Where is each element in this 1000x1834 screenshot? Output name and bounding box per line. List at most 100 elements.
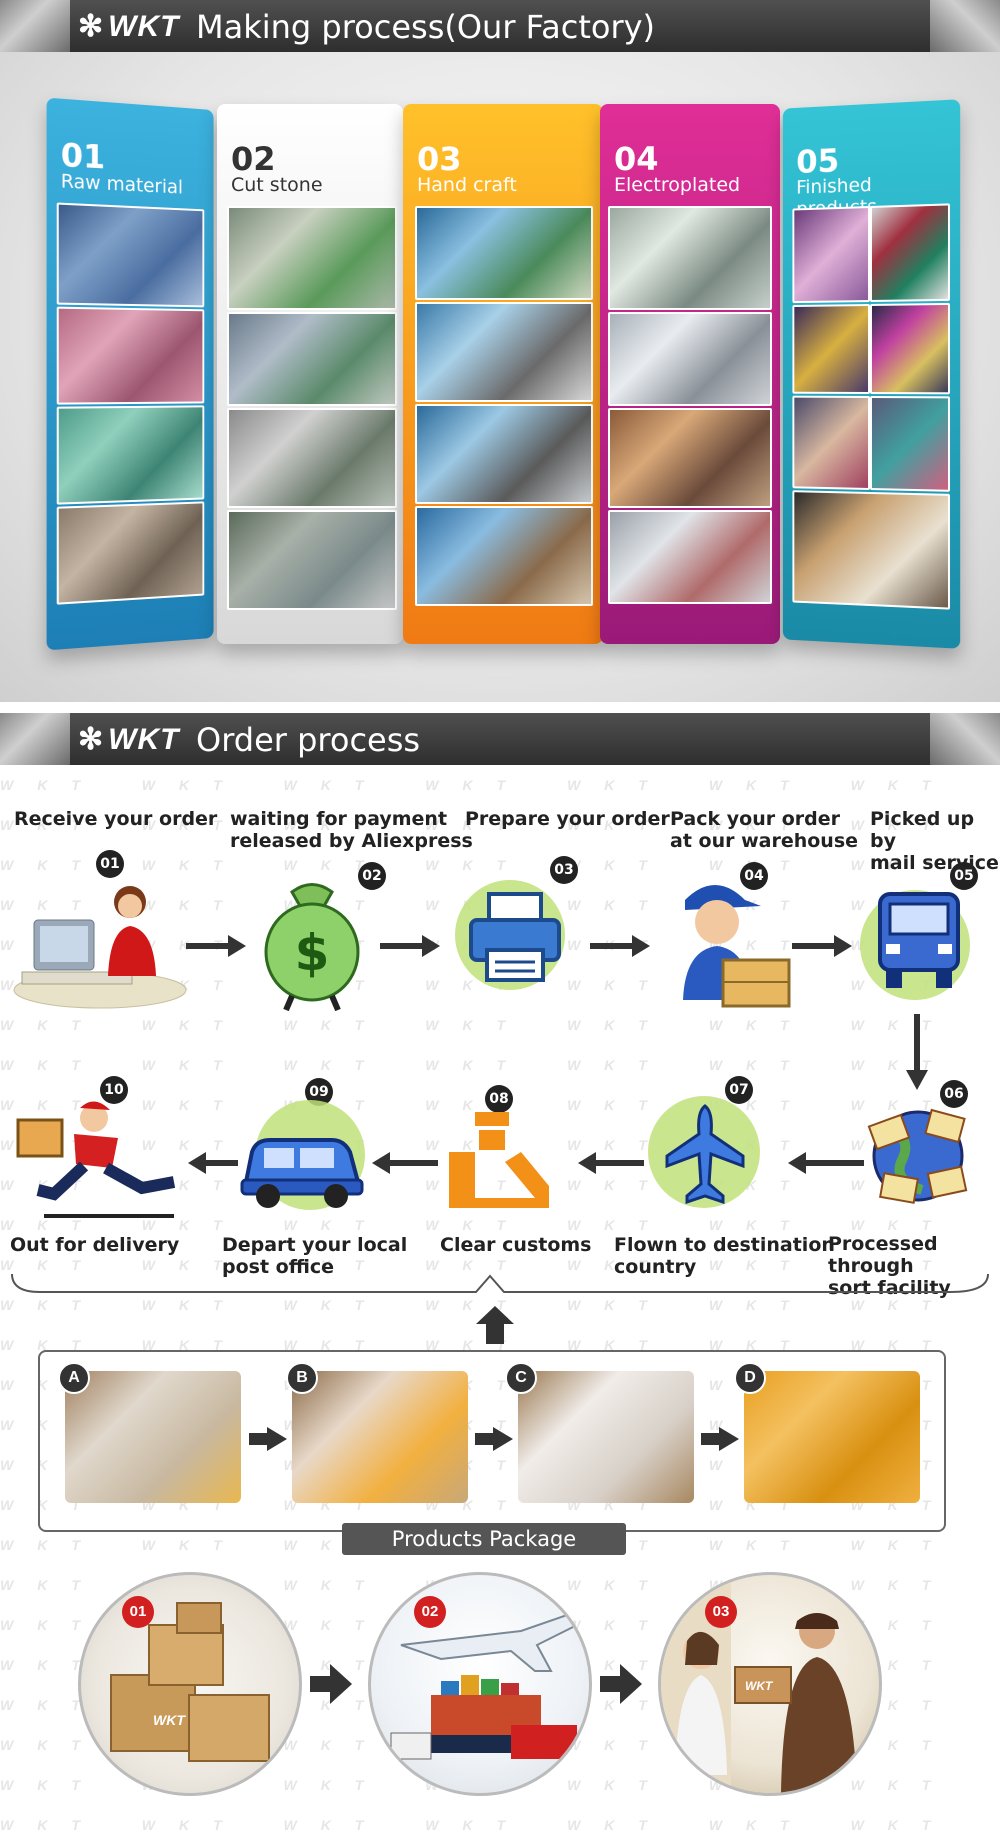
plating-photo bbox=[608, 206, 772, 310]
delivery-step-badge: 02 bbox=[414, 1596, 446, 1628]
delivery-truck-icon bbox=[878, 892, 960, 988]
step-number: 02 bbox=[358, 862, 386, 890]
airplane-icon bbox=[665, 1104, 745, 1204]
raw-stone-photo bbox=[56, 306, 205, 405]
wkt-logo: ✻WKT bbox=[78, 723, 180, 756]
step-number: 08 bbox=[485, 1085, 513, 1113]
raw-stone-photo bbox=[56, 202, 205, 308]
arrow-right-icon bbox=[590, 935, 650, 957]
money-bag-icon: $ bbox=[264, 883, 360, 1012]
delivery-step-badge: 03 bbox=[705, 1596, 737, 1628]
arrow-right-icon bbox=[249, 1427, 287, 1451]
jewelry-photo bbox=[792, 395, 870, 490]
step-number: 03 bbox=[550, 856, 578, 884]
panel-finished-products: 05 Finished products bbox=[782, 99, 961, 649]
craft-photo bbox=[415, 302, 593, 402]
plating-photo bbox=[608, 408, 772, 508]
package-photo-wrapped-box bbox=[518, 1371, 694, 1503]
workshop-photo bbox=[227, 206, 397, 310]
step-number: 10 bbox=[100, 1076, 128, 1104]
panel-label: Raw material bbox=[60, 170, 183, 199]
arrow-up-icon bbox=[476, 1306, 514, 1344]
snowflake-icon: ✻ bbox=[78, 10, 105, 43]
arrow-left-icon bbox=[372, 1152, 438, 1174]
delivery-step-badge: 01 bbox=[122, 1596, 154, 1628]
workshop-photo bbox=[227, 408, 397, 508]
arrow-right-icon bbox=[475, 1427, 513, 1451]
panel-number: 04 bbox=[614, 140, 659, 178]
step-label: Receive your order bbox=[14, 808, 218, 830]
cardboard-boxes-illustration: WKT bbox=[110, 1602, 270, 1762]
jewelry-photo bbox=[792, 304, 870, 394]
raw-stone-photo bbox=[56, 501, 205, 605]
plane-ship-truck-illustration bbox=[390, 1613, 579, 1760]
boxes-photo: WKT bbox=[78, 1572, 302, 1796]
panel-label: Electroplated bbox=[614, 174, 741, 196]
package-photo-bubble-wrap bbox=[65, 1371, 241, 1503]
craft-photo bbox=[415, 206, 593, 300]
svg-text:WKT: WKT bbox=[153, 1712, 186, 1728]
arrow-left-icon bbox=[188, 1152, 238, 1174]
panel-label: Cut stone bbox=[231, 174, 323, 196]
craft-photo bbox=[415, 404, 593, 504]
making-process-banner: ✻WKT Making process(Our Factory) bbox=[0, 0, 1000, 52]
package-step-badge: A bbox=[58, 1362, 90, 1394]
step-number: 06 bbox=[940, 1080, 968, 1108]
package-photo-bags-in-box bbox=[292, 1371, 468, 1503]
svg-text:WKT: WKT bbox=[745, 1679, 774, 1693]
step-number: 07 bbox=[725, 1076, 753, 1104]
arrow-left-icon bbox=[578, 1152, 644, 1174]
workshop-photo bbox=[227, 510, 397, 610]
jewelry-photo bbox=[870, 203, 951, 302]
step-label: Clear customs bbox=[440, 1234, 592, 1256]
snowflake-icon: ✻ bbox=[78, 723, 105, 756]
workshop-photo bbox=[227, 312, 397, 406]
step-label: Prepare your order bbox=[465, 808, 670, 830]
arrow-right-icon bbox=[380, 935, 440, 957]
step-number: 01 bbox=[96, 850, 124, 878]
raw-stone-photo bbox=[56, 405, 205, 505]
order-process-banner: ✻WKT Order process bbox=[0, 713, 1000, 765]
customs-officer-icon bbox=[449, 1112, 549, 1208]
panel-raw-material: 01 Raw material bbox=[46, 97, 214, 651]
car-icon bbox=[240, 1138, 364, 1208]
panel-cut-stone: 02 Cut stone bbox=[217, 104, 403, 644]
step-label: Out for delivery bbox=[10, 1234, 180, 1256]
section-title: Making process(Our Factory) bbox=[196, 8, 656, 46]
panel-number: 02 bbox=[231, 140, 276, 178]
plating-photo bbox=[608, 312, 772, 406]
package-title: Products Package bbox=[342, 1523, 626, 1555]
step-number: 04 bbox=[740, 862, 768, 890]
delivery-man-running-icon bbox=[16, 1101, 176, 1218]
panel-hand-craft: 03 Hand craft bbox=[403, 104, 603, 644]
arrow-down-icon bbox=[906, 1014, 928, 1090]
wkt-logo: ✻WKT bbox=[78, 10, 180, 43]
arrow-left-icon bbox=[788, 1152, 864, 1174]
jewelry-photo bbox=[792, 206, 870, 304]
panel-label: Hand craft bbox=[417, 174, 517, 196]
transport-photo bbox=[368, 1572, 592, 1796]
computer-user-icon bbox=[13, 886, 187, 1009]
warehouse-worker-icon bbox=[683, 885, 791, 1008]
jewelry-photo bbox=[870, 396, 951, 492]
jewelry-photo bbox=[792, 490, 951, 610]
svg-text:$: $ bbox=[295, 924, 330, 982]
arrow-right-icon bbox=[701, 1427, 739, 1451]
printer-icon bbox=[469, 892, 561, 982]
panel-number: 03 bbox=[417, 140, 462, 178]
arrow-right-icon bbox=[792, 935, 852, 957]
bracket-connector bbox=[11, 1273, 989, 1293]
plating-photo bbox=[608, 510, 772, 604]
doorstep-delivery-photo: WKT bbox=[658, 1572, 882, 1796]
package-step-badge: D bbox=[734, 1362, 766, 1394]
courier-handing-parcel-illustration: WKT bbox=[661, 1575, 857, 1793]
panel-electroplated: 04 Electroplated bbox=[600, 104, 780, 644]
arrow-right-icon bbox=[186, 935, 246, 957]
jewelry-photo bbox=[870, 302, 951, 395]
arrow-right-icon bbox=[310, 1664, 352, 1704]
